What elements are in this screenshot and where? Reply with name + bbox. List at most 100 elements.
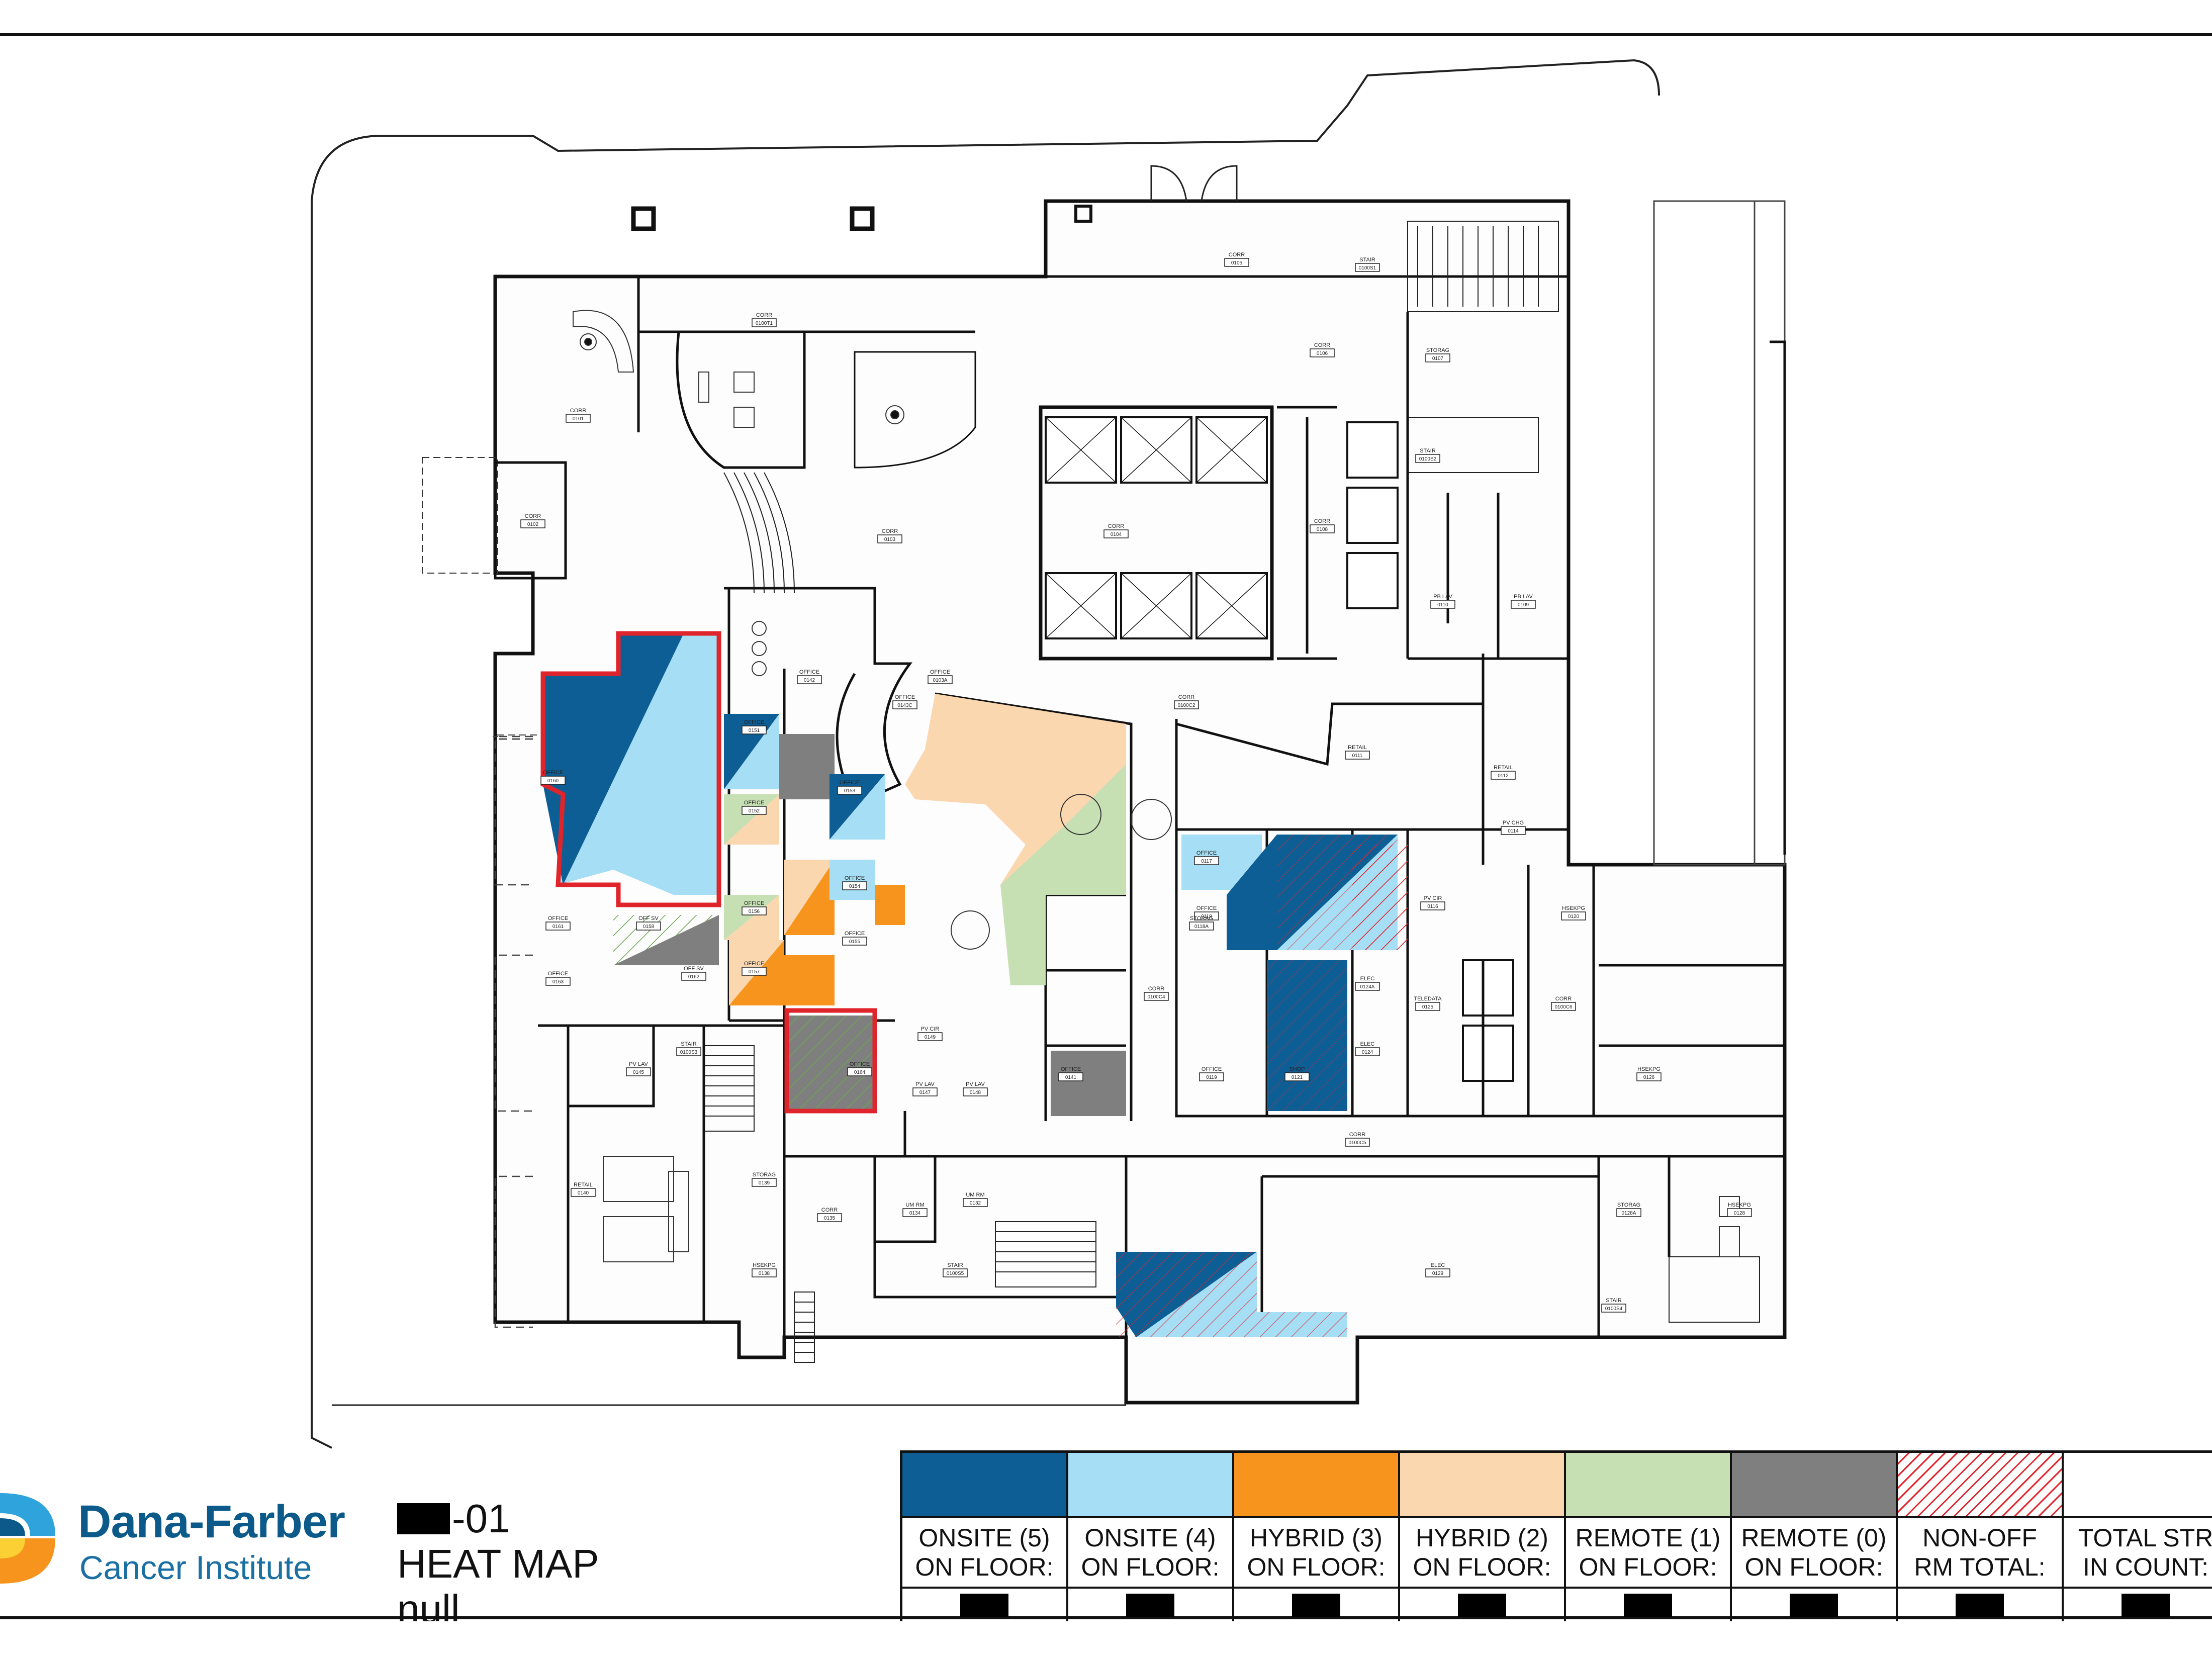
room-number-box [917, 1032, 943, 1041]
room-number: 0147 [919, 1090, 931, 1095]
legend-label: HYBRID (2)ON FLOOR: [1400, 1518, 1564, 1589]
room-number: 0139 [759, 1180, 770, 1186]
legend-label-line2: RM TOTAL: [1914, 1553, 2046, 1581]
room-number: 0107 [1432, 356, 1444, 361]
room-number: 0120 [1568, 914, 1580, 919]
room-number-box [1616, 1208, 1641, 1217]
sheet-id-suffix: -01 [452, 1496, 510, 1541]
room-number-box [847, 1067, 872, 1076]
legend-swatch [2064, 1453, 2212, 1518]
room-name: STAIR [1420, 448, 1436, 454]
room-name: CORR [1108, 523, 1124, 529]
room-number: 0128A [1622, 1211, 1636, 1216]
org-name: Dana-Farber [78, 1496, 345, 1547]
room-name: PB LAV [1514, 594, 1533, 600]
legend-swatch [1234, 1453, 1398, 1518]
legend-label-line2: ON FLOOR: [1413, 1553, 1551, 1581]
legend-label: ONSITE (4)ON FLOOR: [1068, 1518, 1232, 1589]
legend-count [1732, 1589, 1896, 1621]
room-name: HSEKPG [1562, 905, 1585, 911]
room-number: 0124 [1362, 1050, 1373, 1055]
room-tag: CORR 0100C6 [1551, 996, 1576, 1011]
legend-label-line1: NON-OFF [1922, 1524, 2037, 1552]
redacted-count [2122, 1593, 2170, 1617]
legend-label-line1: ONSITE (4) [1084, 1524, 1216, 1552]
column-marker [1074, 205, 1092, 223]
room-number: 0132 [970, 1201, 981, 1206]
room-name: OFFICE [744, 719, 764, 725]
room-number: 0100C6 [1554, 1004, 1572, 1010]
room-name: PV LAV [915, 1081, 935, 1087]
room-number-box [752, 1178, 777, 1187]
room-name: OFFICE [744, 800, 764, 806]
legend-item: REMOTE (0)ON FLOOR: [1732, 1453, 1898, 1621]
legend-label: REMOTE (1)ON FLOOR: [1566, 1518, 1730, 1589]
legend-label: REMOTE (0)ON FLOOR: [1732, 1518, 1896, 1589]
room-name: PV LAV [966, 1081, 985, 1087]
dashed-bay [422, 457, 498, 574]
room-name: OFFICE [548, 971, 568, 977]
redacted-count [1956, 1593, 2004, 1617]
room-number: 0135 [824, 1216, 836, 1221]
room-number-box [752, 318, 777, 327]
room-number-box [963, 1087, 988, 1096]
legend-item: HYBRID (2)ON FLOOR: [1400, 1453, 1566, 1621]
room-number-box [1415, 1002, 1440, 1011]
room-number-box [676, 1047, 701, 1056]
legend-label: ONSITE (5)ON FLOOR: [902, 1518, 1066, 1589]
room-number-box [742, 725, 767, 734]
room-number: 0160 [547, 778, 559, 784]
room-number-box [545, 921, 571, 931]
redacted-count [1790, 1593, 1838, 1617]
room-number-box [1310, 348, 1335, 357]
room-number: 0100S4 [1605, 1306, 1623, 1312]
room-number: 0162 [688, 974, 700, 980]
org-subtitle: Cancer Institute [79, 1549, 312, 1586]
room-name: PB LAV [1433, 594, 1452, 600]
room-number-box [1511, 600, 1536, 609]
dana-farber-logo-icon [0, 1493, 55, 1584]
room-name: CORR [1555, 996, 1572, 1002]
room-name: CORR [882, 528, 898, 534]
room-name: OFFICE [744, 961, 764, 967]
room-name: OFFICE [930, 669, 950, 675]
legend-label-line2: ON FLOOR: [1579, 1553, 1717, 1581]
room-number-box [1194, 911, 1219, 920]
room-number: 0100S1 [1359, 265, 1376, 271]
room-tag: HSEKPG 0120 [1561, 905, 1586, 920]
room-number: 0103 [884, 537, 896, 542]
room-number: 0101 [573, 416, 584, 422]
room-number: 0141 [1065, 1075, 1077, 1080]
east-strip [1653, 200, 1786, 866]
room-number-box [1425, 1268, 1450, 1277]
room-number: 0154 [849, 884, 861, 889]
room-number: 0105 [1231, 260, 1243, 266]
dashed-bay [494, 461, 567, 580]
entrance-door [1150, 165, 1238, 202]
room-name: STAIR [1606, 1298, 1622, 1304]
room-name: PV LAV [629, 1061, 648, 1067]
room-number-box [837, 786, 862, 795]
room-number-box [1561, 911, 1586, 920]
room-name: ELEC [1360, 1041, 1375, 1047]
